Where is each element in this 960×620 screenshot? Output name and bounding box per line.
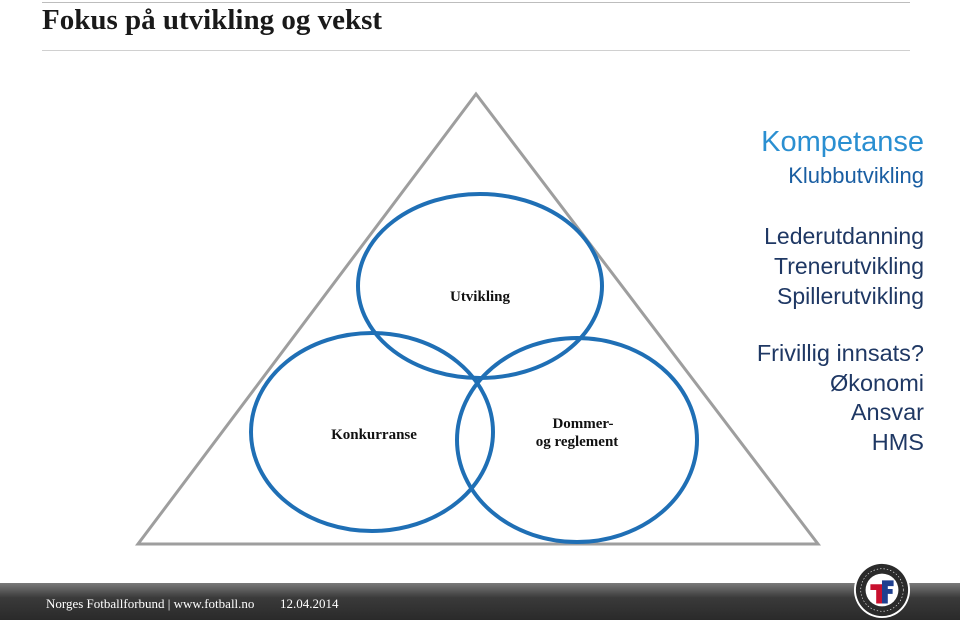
circle-utvikling bbox=[356, 192, 604, 380]
development-list: Lederutdanning Trenerutvikling Spillerut… bbox=[764, 221, 924, 311]
list-item: HMS bbox=[871, 428, 924, 455]
list-item: Lederutdanning bbox=[764, 223, 924, 249]
list-item: Ansvar bbox=[850, 399, 924, 425]
title-rule-bottom bbox=[42, 50, 910, 51]
slide-title: Fokus på utvikling og vekst bbox=[42, 4, 383, 36]
footer-date: 12.04.2014 bbox=[280, 596, 339, 611]
label-utvikling: Utvikling bbox=[450, 289, 511, 305]
footer-bar: Norges Fotballforbund | www.fotball.no 1… bbox=[0, 583, 960, 620]
list-item: Økonomi bbox=[829, 369, 924, 396]
label-dommer-line1: Dommer- bbox=[552, 416, 613, 432]
nff-logo-icon bbox=[853, 561, 911, 619]
list-item: Spillerutvikling bbox=[776, 283, 924, 309]
label-dommer-line2: og reglement bbox=[536, 434, 619, 450]
label-konkurranse: Konkurranse bbox=[331, 427, 417, 443]
circle-dommer bbox=[455, 336, 699, 544]
title-rule-top bbox=[42, 2, 910, 3]
footer-org-link[interactable]: Norges Fotballforbund | www.fotball.no bbox=[46, 596, 255, 611]
question-list: Frivillig innsats? Økonomi Ansvar HMS bbox=[757, 339, 924, 457]
heading-kompetanse: Kompetanse bbox=[761, 126, 924, 158]
pyramid-triangle bbox=[134, 91, 822, 546]
list-item: Frivillig innsats? bbox=[756, 340, 924, 366]
subheading-klubbutvikling: Klubbutvikling bbox=[788, 163, 924, 188]
circle-konkurranse bbox=[249, 331, 495, 533]
development-diagram: Utvikling Konkurranse Dommer- og regleme… bbox=[134, 91, 822, 546]
list-item: Trenerutvikling bbox=[774, 253, 924, 279]
